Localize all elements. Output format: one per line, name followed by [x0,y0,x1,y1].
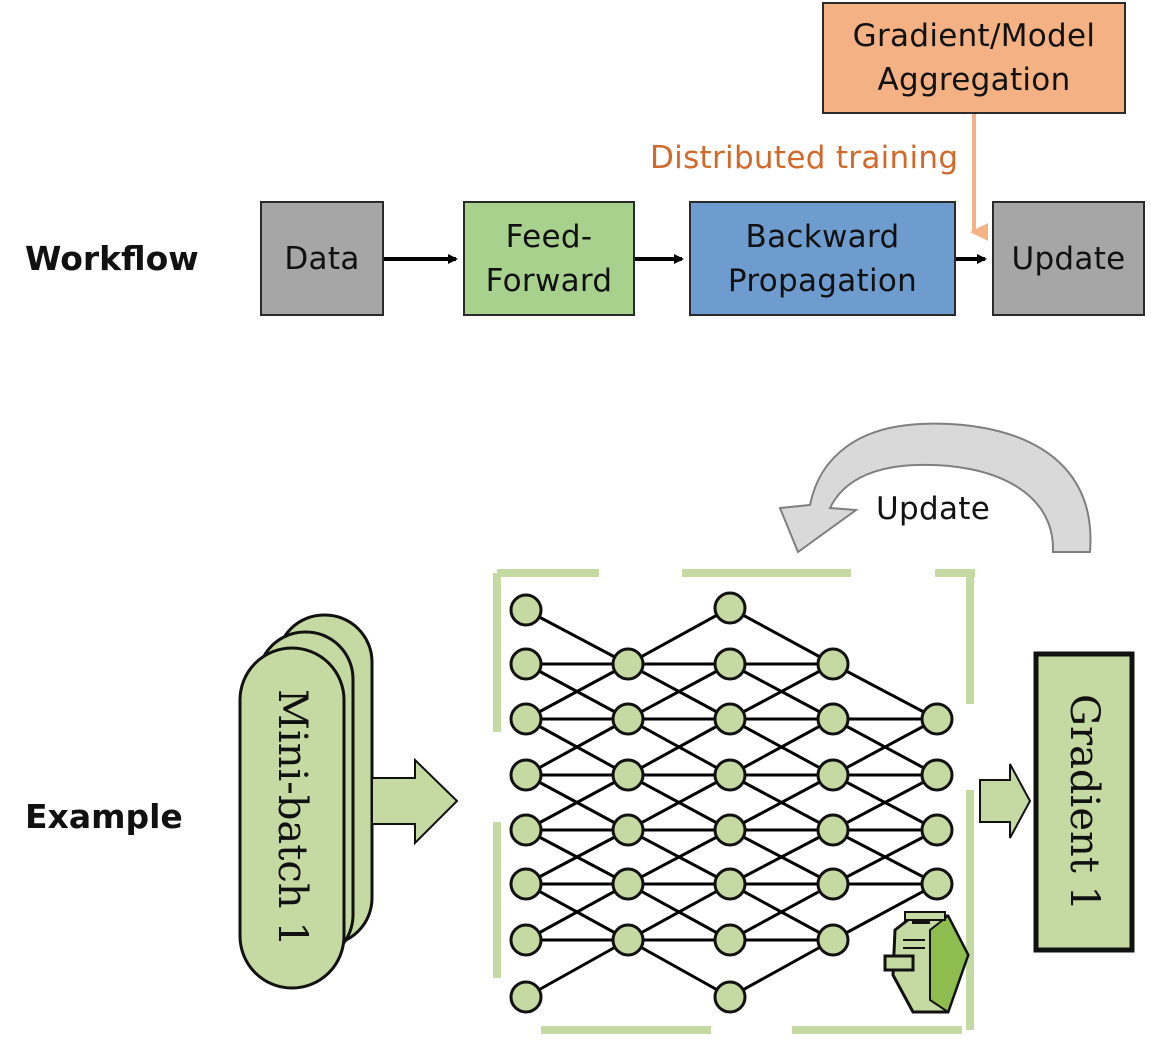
network-edge [627,773,731,832]
gradient-box [1033,651,1135,953]
minibatch-stack [238,613,374,990]
network-panel-border [493,569,975,1034]
curved-update-arrow [778,422,1092,554]
feed-forward-line-1: Feed- [505,218,593,255]
network-node [509,980,543,1014]
network-node [509,923,543,957]
minibatch-label: Mini-batch 1 [269,689,315,947]
network-edge [832,717,938,777]
network-node [713,867,747,901]
network-edge [627,662,731,721]
network-edge [525,938,629,999]
network-edge [627,717,731,777]
network-edge [729,606,834,666]
network-node [920,702,954,736]
network-node [713,980,747,1014]
network-edge [525,662,629,721]
aggregation-line-1: Gradient/Model [852,18,1096,54]
network-edge [627,882,731,942]
network-edge [832,828,938,886]
network-edge [525,882,629,942]
network-node [713,647,747,681]
aggregation-line-2: Aggregation [877,62,1071,98]
network-node [611,702,645,736]
network-edge [627,828,731,886]
network-node [713,758,747,792]
network-edge [832,882,938,942]
network-node [509,758,543,792]
network-node [713,813,747,847]
network-nodes [509,591,954,1014]
network-edge [729,717,834,777]
network-node [611,758,645,792]
network-node [509,702,543,736]
network-node [816,758,850,792]
network-edge [627,606,731,666]
distributed-training-label: Distributed training [650,140,959,176]
workflow-label: Workflow [25,239,199,278]
input-block-arrow [371,757,459,846]
network-node [920,867,954,901]
network-node [816,813,850,847]
network-edge [627,938,731,999]
example-label: Example [25,797,183,836]
network-node [509,647,543,681]
network-node [713,702,747,736]
network-node [509,593,543,627]
update-box-label: Update [1011,240,1126,277]
network-node [816,923,850,957]
network-edge [525,608,629,666]
data-box-label: Data [284,240,360,277]
feed-forward-box: Feed- Forward [463,201,635,316]
backward-propagation-line-2: Propagation [727,262,918,299]
network-node [611,813,645,847]
update-cycle-label: Update [876,491,991,527]
gpu-icon [883,911,970,1014]
network-node [611,647,645,681]
network-edge [525,773,629,832]
network-node [611,923,645,957]
update-box: Update [992,201,1145,316]
network-node [713,591,747,625]
network-edges [525,606,938,999]
network-node [509,813,543,847]
network-edge [729,828,834,886]
aggregation-box: Gradient/Model Aggregation [822,2,1126,114]
network-node [920,758,954,792]
network-edge [525,828,629,886]
network-edge [729,773,834,832]
network-edge [729,938,834,999]
network-edge [729,662,834,721]
network-node [816,867,850,901]
output-block-arrow [979,763,1032,839]
gradient-label: Gradient 1 [1061,693,1107,911]
network-node [713,923,747,957]
feed-forward-line-2: Forward [485,262,613,299]
network-edge [832,773,938,832]
backward-propagation-line-1: Backward [745,218,900,255]
backward-propagation-box: Backward Propagation [689,201,956,316]
network-node [509,867,543,901]
network-edge [832,662,938,721]
network-node [816,647,850,681]
network-edge [525,717,629,777]
network-node [920,813,954,847]
network-node [611,867,645,901]
data-box: Data [260,201,384,316]
network-node [816,702,850,736]
network-edge [729,882,834,942]
